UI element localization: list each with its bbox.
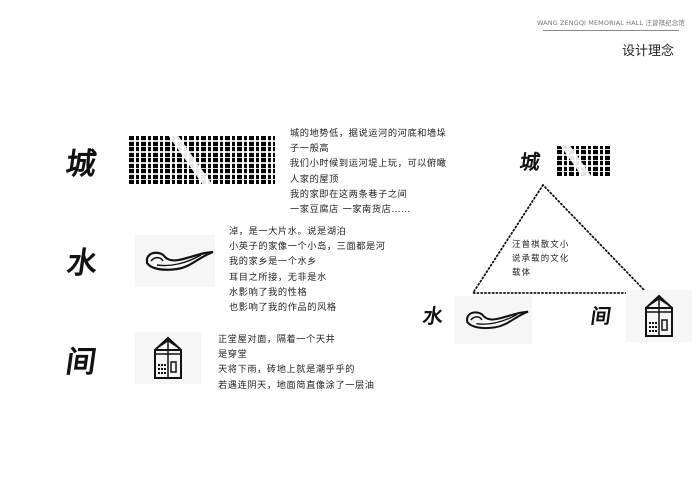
diagram-water-glyph-icon	[466, 310, 529, 330]
section-label-water: 水	[64, 246, 100, 281]
diagram-center-text: 汪曾祺散文小 说承载的文化 载体	[512, 237, 569, 279]
house-image-box	[135, 332, 201, 384]
section-label-city: 城	[63, 147, 99, 182]
water-image-box	[135, 235, 215, 287]
text-line: 淖，是一大片水。说是湖泊	[229, 226, 347, 237]
diagram-house-box	[626, 290, 692, 342]
text-line: 天将下雨，砖地上就是潮乎乎的	[218, 364, 356, 376]
text-line: 城的地势低，据说运河的河底和墙垛	[290, 128, 447, 139]
city-map-figure-ground-icon	[129, 136, 275, 184]
diagram-city-map-icon	[557, 146, 611, 176]
text-line: 载体	[512, 267, 532, 277]
text-line: 也影响了我的作品的风格	[229, 301, 337, 313]
house-glyph-icon	[154, 336, 182, 379]
dotted-triangle	[471, 184, 650, 294]
section-text-city: 城的地势低，据说运河的河底和墙垛 子一般高 我们小时候到运河堤上玩，可以俯瞰 人…	[290, 126, 447, 217]
water-glyph-icon	[145, 250, 214, 271]
text-line: 一家豆腐店 一家南货店……	[290, 203, 411, 215]
text-line: 耳目之所接，无非是水	[229, 271, 327, 283]
text-line: 正堂屋对面，隔着一个天井	[218, 334, 336, 345]
text-line: 我们小时候到运河堤上玩，可以俯瞰	[290, 158, 447, 170]
diagram-label-city: 城	[518, 150, 542, 174]
page-title: 设计理念	[622, 44, 675, 59]
diagram-house-glyph-icon	[645, 294, 673, 337]
diagram-label-room: 间	[589, 304, 613, 328]
text-line: 我的家即在这两条巷子之间	[290, 188, 408, 200]
section-label-room: 间	[63, 345, 99, 380]
text-line: 若遇连阴天，地面简直像涂了一层油	[218, 379, 375, 391]
text-line: 我的家乡是一个水乡	[229, 256, 318, 268]
header-divider	[543, 30, 679, 31]
text-line: 子一般高	[290, 143, 330, 155]
diagram-label-water: 水	[421, 304, 445, 328]
header-subtitle: WANG ZENGQI MEMORIAL HALL 汪曾祺纪念馆	[537, 19, 685, 27]
text-line: 人家的屋顶	[290, 173, 339, 185]
text-line: 小英子的家像一个小岛，三面都是河	[229, 241, 386, 253]
section-text-water: 淖，是一大片水。说是湖泊 小英子的家像一个小岛，三面都是河 我的家乡是一个水乡 …	[229, 224, 386, 315]
text-line: 说承载的文化	[512, 253, 570, 263]
diagram-water-box	[454, 296, 532, 344]
text-line: 是穿堂	[218, 349, 248, 361]
section-text-room: 正堂屋对面，隔着一个天井 是穿堂 天将下雨，砖地上就是潮乎乎的 若遇连阴天，地面…	[218, 332, 375, 393]
text-line: 汪曾祺散文小	[512, 239, 570, 249]
text-line: 水影响了我的性格	[229, 286, 308, 298]
